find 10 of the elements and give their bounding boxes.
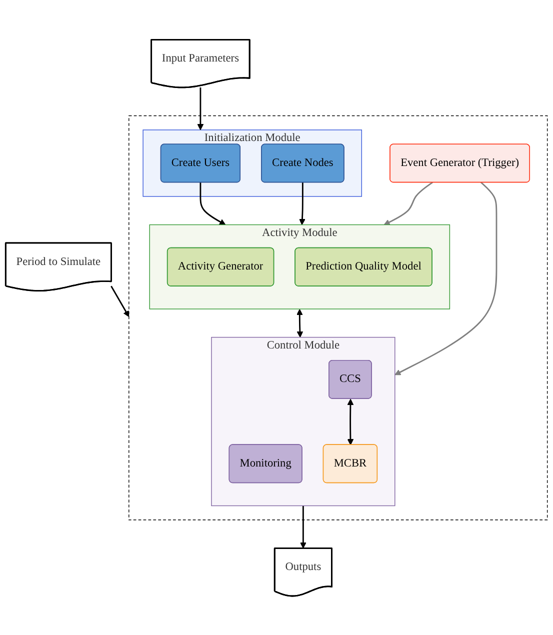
arrow (347, 398, 354, 445)
arrow (384, 181, 434, 225)
arrow (394, 181, 498, 375)
arrow (110, 285, 130, 317)
arrow (296, 308, 304, 338)
cluster (128, 115, 548, 520)
arrow (299, 182, 306, 225)
arrow (197, 87, 204, 130)
arrow (200, 182, 226, 225)
arrow (300, 505, 306, 548)
